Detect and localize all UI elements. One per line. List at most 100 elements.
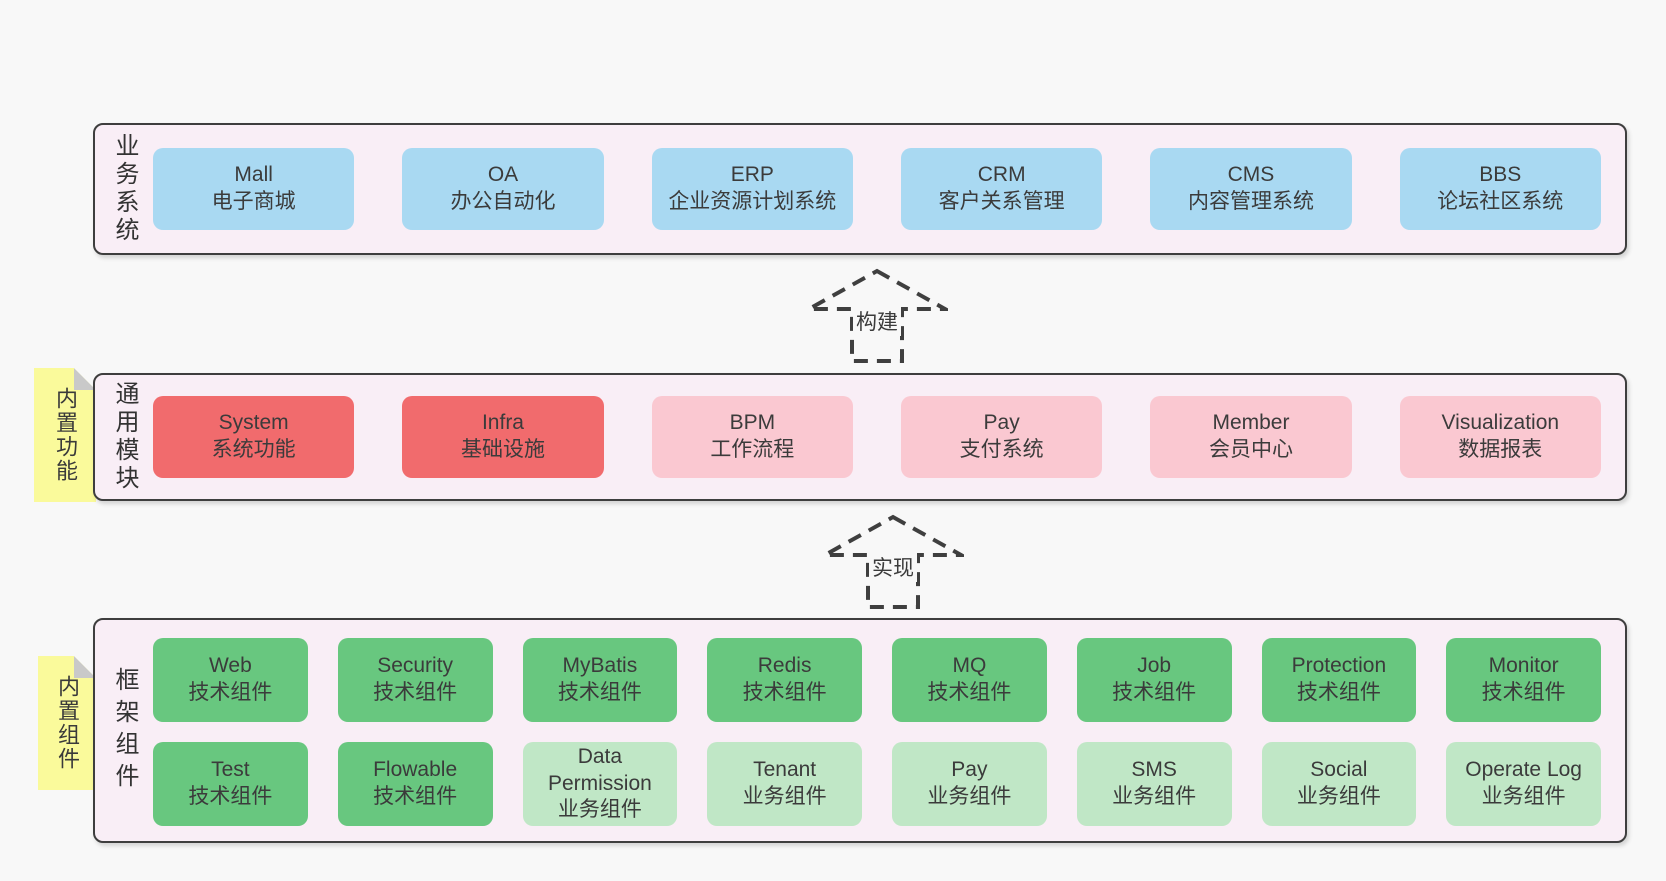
box-zh-label: 技术组件: [188, 681, 273, 704]
box-en-label: Protection: [1291, 654, 1387, 678]
box-en-label: Web: [208, 654, 252, 678]
sticky-note-builtin-components: 内置组件: [38, 656, 96, 790]
box-en-label: BBS: [1479, 163, 1522, 187]
box-en-label: SMS: [1131, 758, 1177, 782]
box-mybatis: MyBatis 技术组件: [522, 638, 678, 722]
box-monitor: Monitor 技术组件: [1446, 638, 1601, 722]
box-zh-label: 业务组件: [1112, 785, 1197, 808]
panel-common-modules: 通用模块 System 系统功能 Infra 基础设施 BPM 工作流程 Pay…: [93, 373, 1627, 501]
box-en-label: Mall: [234, 163, 273, 187]
box-zh-label: 办公自动化: [450, 190, 556, 213]
box-pay: Pay 支付系统: [900, 396, 1103, 478]
components-row-2: Test 技术组件 Flowable 技术组件 Data Permission …: [153, 742, 1601, 826]
box-test: Test 技术组件: [153, 742, 308, 826]
box-tenant: Tenant 业务组件: [707, 742, 862, 826]
box-zh-label: 技术组件: [188, 785, 273, 808]
sticky-label: 内置功能: [53, 387, 78, 483]
box-flowable: Flowable 技术组件: [337, 742, 493, 826]
box-system: System 系统功能: [153, 396, 355, 478]
box-en-label: Job: [1137, 654, 1172, 678]
box-data-permission: Data Permission 业务组件: [522, 742, 678, 826]
box-en-label: ERP: [730, 163, 774, 187]
box-en-label: BPM: [729, 411, 776, 435]
box-member: Member 会员中心: [1150, 396, 1352, 478]
box-en-label: Pay: [951, 758, 988, 782]
box-en-label: CRM: [977, 163, 1026, 187]
box-en-label: Member: [1212, 411, 1290, 435]
box-cms: CMS 内容管理系统: [1150, 148, 1352, 230]
box-mall: Mall 电子商城: [153, 148, 355, 230]
box-en-label: OA: [487, 163, 519, 187]
box-web: Web 技术组件: [153, 638, 308, 722]
panel-business-systems: 业务系统 Mall 电子商城 OA 办公自动化 ERP 企业资源计划系统 CRM…: [93, 123, 1627, 255]
box-bpm: BPM 工作流程: [651, 396, 853, 478]
box-zh-label: 论坛社区系统: [1437, 190, 1564, 213]
panel-business-label: 业务系统: [111, 133, 138, 245]
business-row: Mall 电子商城 OA 办公自动化 ERP 企业资源计划系统 CRM 客户关系…: [153, 148, 1601, 230]
box-en-label: Infra: [481, 411, 524, 435]
box-en-label: MQ: [952, 654, 987, 678]
box-zh-label: 内容管理系统: [1187, 190, 1314, 213]
box-en-label: MyBatis: [562, 654, 638, 678]
box-infra: Infra 基础设施: [402, 396, 604, 478]
box-zh-label: 会员中心: [1208, 438, 1293, 461]
box-zh-label: 技术组件: [1112, 681, 1197, 704]
box-zh-label: 企业资源计划系统: [668, 190, 837, 213]
box-social: Social 业务组件: [1261, 742, 1417, 826]
box-en-label: Tenant: [753, 758, 817, 782]
box-en-label: Pay: [983, 411, 1020, 435]
box-redis: Redis 技术组件: [707, 638, 862, 722]
box-zh-label: 技术组件: [927, 681, 1012, 704]
box-zh-label: 系统功能: [211, 438, 296, 461]
box-pay-business: Pay 业务组件: [892, 742, 1047, 826]
box-en-label: Redis: [757, 654, 812, 678]
panel-framework-components: 框架组件 Web 技术组件 Security 技术组件 MyBatis 技术组件…: [93, 618, 1627, 843]
box-en-label: Monitor: [1488, 654, 1559, 678]
box-zh-label: 基础设施: [460, 438, 545, 461]
box-zh-label: 技术组件: [373, 681, 458, 704]
box-mq: MQ 技术组件: [892, 638, 1047, 722]
box-visualization: Visualization 数据报表: [1399, 396, 1601, 478]
box-zh-label: 支付系统: [959, 438, 1044, 461]
box-zh-label: 技术组件: [742, 681, 827, 704]
implement-arrow-label: 实现: [869, 552, 917, 582]
box-en-label: Flowable: [373, 758, 458, 782]
build-arrow: 构建: [806, 268, 948, 364]
box-zh-label: 业务组件: [742, 785, 827, 808]
box-zh-label: 业务组件: [557, 798, 642, 822]
box-zh-label: 技术组件: [557, 681, 642, 704]
box-sms: SMS 业务组件: [1076, 742, 1232, 826]
box-zh-label: 业务组件: [1481, 785, 1566, 808]
components-row-1: Web 技术组件 Security 技术组件 MyBatis 技术组件 Redi…: [153, 638, 1601, 722]
modules-row: System 系统功能 Infra 基础设施 BPM 工作流程 Pay 支付系统…: [153, 396, 1601, 478]
sticky-note-builtin-features: 内置功能: [34, 368, 96, 502]
dashed-up-arrow-icon: [822, 514, 964, 609]
box-zh-label: 电子商城: [211, 190, 296, 213]
box-zh-label: 业务组件: [927, 785, 1012, 808]
box-zh-label: 业务组件: [1296, 785, 1381, 808]
box-en-label: Operate Log: [1465, 758, 1582, 782]
box-job: Job 技术组件: [1076, 638, 1232, 722]
box-en-label: System: [218, 411, 289, 435]
box-protection: Protection 技术组件: [1261, 638, 1417, 722]
box-erp: ERP 企业资源计划系统: [651, 148, 853, 230]
box-en-label: Security: [377, 654, 454, 678]
dashed-up-arrow-icon: [806, 268, 948, 363]
box-en-label: Test: [211, 758, 250, 782]
box-bbs: BBS 论坛社区系统: [1399, 148, 1601, 230]
box-security: Security 技术组件: [337, 638, 493, 722]
box-zh-label: 技术组件: [373, 785, 458, 808]
panel-components-label: 框架组件: [111, 666, 138, 795]
panel-modules-label: 通用模块: [111, 381, 138, 493]
box-zh-label: 技术组件: [1296, 681, 1381, 704]
box-en-label: Visualization: [1441, 411, 1560, 435]
build-arrow-label: 构建: [853, 306, 901, 336]
box-zh-label: 技术组件: [1481, 681, 1566, 704]
box-operate-log: Operate Log 业务组件: [1446, 742, 1601, 826]
sticky-label: 内置组件: [55, 675, 80, 771]
box-en-label: Social: [1310, 758, 1368, 782]
box-zh-label: 数据报表: [1458, 438, 1543, 461]
box-zh-label: 客户关系管理: [938, 190, 1065, 213]
box-en-label: CMS: [1227, 163, 1275, 187]
box-crm: CRM 客户关系管理: [900, 148, 1103, 230]
